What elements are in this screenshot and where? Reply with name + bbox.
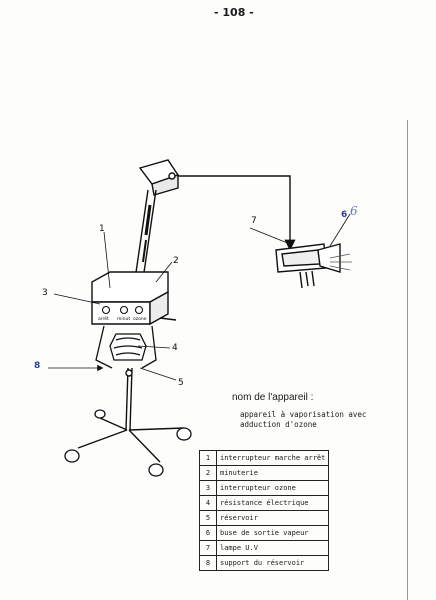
callout-5: 5 [178, 378, 184, 388]
legend-row: 8 support du réservoir [199, 555, 330, 571]
legend-label: interrupteur ozone [215, 480, 330, 496]
legend-number: 4 [199, 495, 217, 511]
legend-number: 8 [199, 555, 217, 571]
callout-4: 4 [172, 343, 178, 353]
legend-row: 3 interrupteur ozone [199, 480, 330, 496]
reservoir [109, 333, 147, 361]
legend-label: réservoir [215, 510, 330, 526]
legend-row: 1 interrupteur marche arrêt [199, 450, 330, 466]
legend-row: 7 lampe U.V [199, 540, 330, 556]
legend-label: interrupteur marche arrêt [215, 450, 330, 466]
panel-label-arret: arrêt [98, 317, 109, 322]
legend-number: 1 [199, 450, 217, 466]
legend-table: 1 interrupteur marche arrêt 2 minuterie … [199, 450, 330, 571]
page-number: - 108 - [214, 6, 254, 19]
legend-label: support du réservoir [215, 555, 330, 571]
legend-row: 4 résistance électrique [199, 495, 330, 511]
panel-knobs [101, 305, 144, 315]
ozone-cable [178, 175, 296, 251]
legend-number: 2 [199, 465, 217, 481]
legend-number: 7 [199, 540, 217, 556]
handwritten-mark: 6 [350, 204, 358, 218]
callout-3: 3 [42, 288, 48, 298]
box-handle [159, 317, 177, 321]
on-off-switch-knob [101, 305, 111, 315]
caster-wheels [64, 409, 192, 477]
stand [77, 367, 185, 463]
callout-8: 8 [34, 361, 41, 371]
reservoir-support [95, 325, 157, 369]
legend-label: lampe U.V [215, 540, 330, 556]
legend-row: 5 réservoir [199, 510, 330, 526]
panel-label-minuterie: minut [117, 317, 131, 322]
margin-rule [407, 120, 408, 600]
device-name: appareil à vaporisation avec adduction d… [240, 410, 367, 429]
legend-label: résistance électrique [215, 495, 330, 511]
timer-knob [119, 305, 129, 315]
steam-nozzle-detail [275, 243, 341, 289]
callout-1: 1 [99, 224, 105, 234]
ozone-switch-knob [134, 305, 144, 315]
callout-leaders [48, 213, 351, 381]
legend-number: 6 [199, 525, 217, 541]
callout-6: 6 [341, 210, 348, 220]
legend-label: buse de sortie vapeur [215, 525, 330, 541]
callout-2: 2 [173, 256, 179, 266]
device-caption: nom de l'appareil : [232, 392, 314, 403]
callout-7: 7 [251, 216, 257, 226]
steam-jet-lines [329, 253, 352, 271]
panel-label-ozone: ozone [133, 317, 147, 322]
legend-row: 6 buse de sortie vapeur [199, 525, 330, 541]
legend-row: 2 minuterie [199, 465, 330, 481]
steam-head [138, 159, 180, 196]
legend-number: 5 [199, 510, 217, 526]
legend-number: 3 [199, 480, 217, 496]
legend-label: minuterie [215, 465, 330, 481]
